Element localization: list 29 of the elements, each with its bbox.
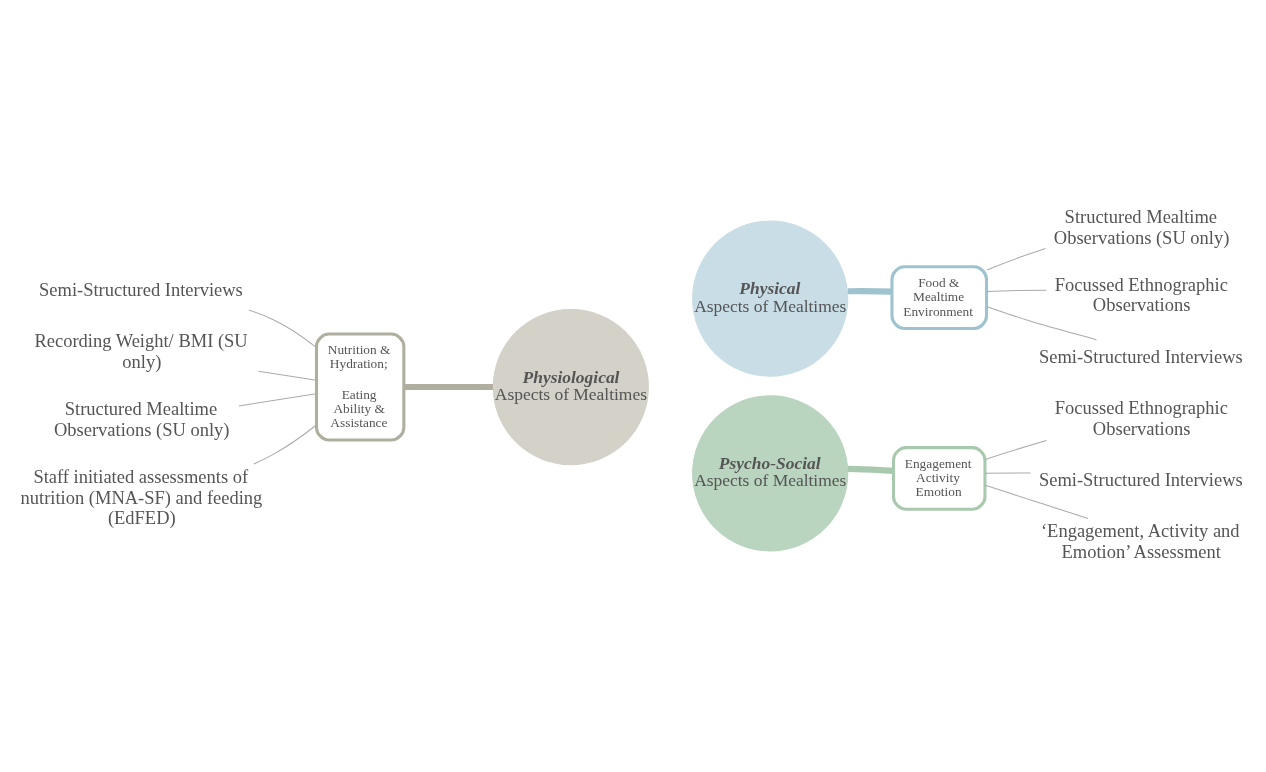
node-text: Structured Mealtime Observations (SU only) [53,399,230,440]
connector [986,289,1048,292]
connector [847,288,892,295]
connector [253,424,317,465]
connector [986,306,1098,341]
node-box: Food & Mealtime Environment [890,265,989,330]
node-text: Structured Mealtime Observations (SU only) [1053,207,1230,248]
node-text: Semi-Structured Interviews [1038,346,1243,367]
connector [984,484,1089,520]
node-text: ‘Engagement, Activity and Emotion’ Assessment [1040,521,1240,563]
connector [258,370,317,381]
node-text: Recording Weight/ BMI (SU only) [34,331,248,372]
node-circle: Psycho-Social Aspects of Mealtimes [692,395,849,552]
connector [403,383,493,391]
connector [984,440,1048,460]
node-box: Nutrition & Hydration; Eating Ability & Assistance [314,332,406,442]
node-circle: Physiological Aspects of Mealtimes [492,308,649,466]
node-circle: Physical Aspects of Mealtimes [692,220,849,377]
connector [248,309,317,348]
connector [238,393,317,407]
node-text: Semi-Structured Interviews [39,279,243,300]
node-text: Focussed Ethnographic Observations [1054,274,1228,316]
connector [984,472,1032,474]
node-text: Semi-Structured Interviews [1038,470,1243,491]
connector [847,465,894,474]
node-box: Engagement Activity Emotion [891,446,987,511]
connector [986,247,1047,271]
node-text: Focussed Ethnographic Observations [1054,398,1228,439]
node-text: Staff initiated assessments of nutrition (MNA-SF) and feeding (EdFED) [20,467,263,529]
